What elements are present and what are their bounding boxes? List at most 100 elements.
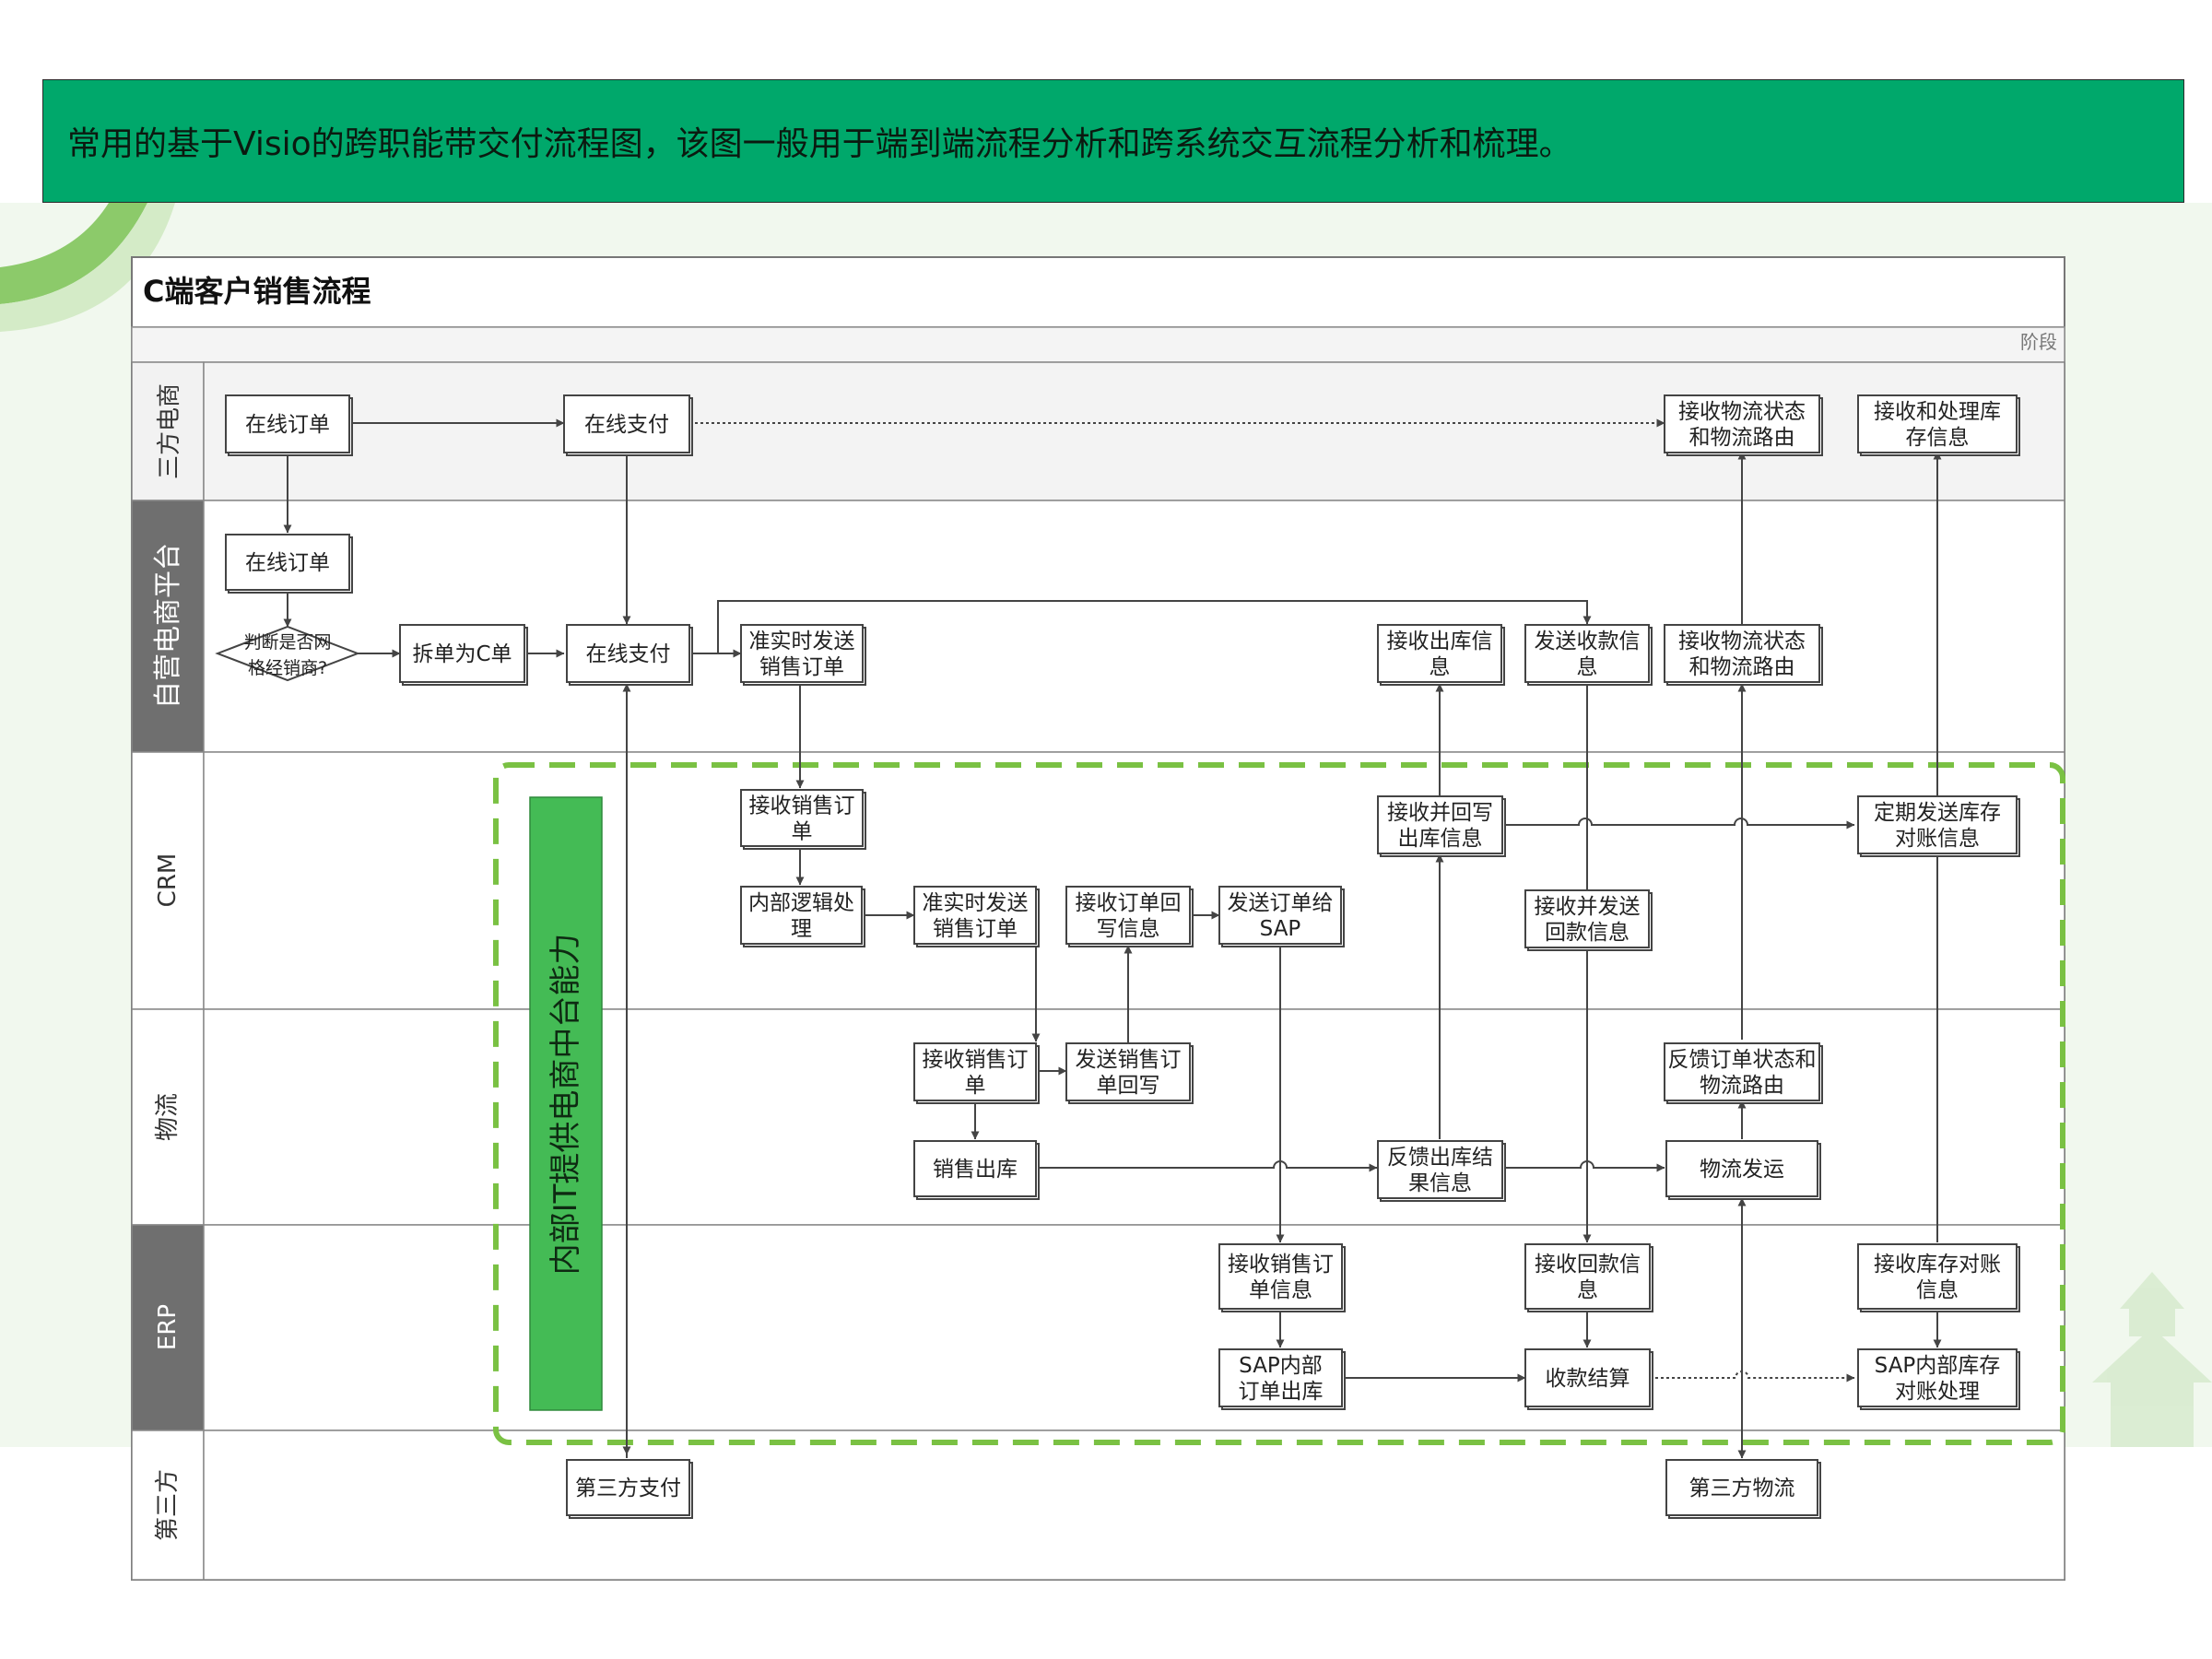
node-box <box>1857 394 2018 453</box>
nodes: 在线订单在线支付接收物流状态和物流路由接收和处理库存信息在线订单判断是否网格经销… <box>215 394 2020 1519</box>
lane-erp: ERP <box>131 1224 2065 1431</box>
node-box <box>1524 1243 1651 1310</box>
node-box <box>1664 394 1820 453</box>
node-label: 接收物流状态 <box>1678 629 1806 653</box>
node-label: 接收并回写 <box>1387 801 1493 825</box>
node-label: 反馈订单状态和 <box>1668 1048 1817 1072</box>
lane-label-erp: ERP <box>154 1304 182 1350</box>
node-box <box>1218 886 1342 945</box>
node-label: 定期发送库存 <box>1874 801 2001 825</box>
node-label: 写信息 <box>1097 917 1160 941</box>
node-label: 和物流路由 <box>1689 426 1795 450</box>
node-label: 判断是否网 <box>243 632 331 653</box>
edges <box>283 418 1942 1459</box>
node-label: 物流路由 <box>1700 1074 1784 1098</box>
node-label: 发送销售订 <box>1076 1048 1182 1072</box>
node-label: 单 <box>965 1074 986 1098</box>
node-label: 理 <box>791 917 812 941</box>
node-box <box>1665 1140 1818 1197</box>
diagram-title: C端客户销售流程 <box>143 274 371 309</box>
lane-label-wuliu: 物流 <box>154 1093 182 1141</box>
node-label: 内部逻辑处 <box>748 891 854 915</box>
node-box <box>1377 624 1502 683</box>
node-label: 回款信息 <box>1545 921 1630 945</box>
node-box <box>1857 1243 2018 1310</box>
node-box <box>1524 889 1650 948</box>
node-box <box>1377 795 1503 854</box>
node-label: 在线订单 <box>245 413 330 437</box>
node-label: 接收库存对账 <box>1874 1253 2001 1277</box>
lane-label-crm: CRM <box>154 853 182 908</box>
node-box <box>913 886 1037 945</box>
lanes: 三方电商 自营电商平台 CRM 物流 ERP 第三方 <box>131 361 2065 1581</box>
node-label: 接收销售订 <box>923 1048 1029 1072</box>
node-box <box>740 789 864 847</box>
node-label: 接收销售订 <box>749 794 855 818</box>
process-node-n23: 销售出库 <box>913 1140 1040 1200</box>
process-node-n8: 在线支付 <box>566 624 693 686</box>
node-label: 对账信息 <box>1895 827 1980 851</box>
node-label: 在线支付 <box>584 413 669 437</box>
node-label: 单 <box>792 820 813 844</box>
node-label: SAP内部 <box>1239 1354 1323 1378</box>
lane-label-sanfang-ds: 三方电商 <box>156 383 183 479</box>
node-box <box>1524 624 1650 683</box>
node-label: 对账处理 <box>1895 1380 1980 1404</box>
process-node-n30: 收款结算 <box>1524 1348 1653 1410</box>
node-label: 信息 <box>1916 1278 1959 1302</box>
node-label: 反馈出库结 <box>1387 1146 1493 1170</box>
node-label: 销售订单 <box>759 655 844 679</box>
node-box <box>225 394 350 453</box>
highlight-region: 内部IT提供电商中台能力 <box>493 762 2065 1445</box>
node-label: 销售订单 <box>933 917 1018 941</box>
phase-label: 阶段 <box>2020 331 2057 353</box>
node-box <box>563 394 690 453</box>
node-label: 接收订单回 <box>1076 891 1182 915</box>
node-label: 接收销售订 <box>1228 1253 1334 1277</box>
node-box <box>399 624 525 683</box>
node-box <box>1857 795 2018 854</box>
node-box <box>913 1042 1037 1101</box>
node-box <box>1377 1140 1503 1199</box>
node-label: 发送订单给 <box>1228 891 1334 915</box>
highlight-label: 内部IT提供电商中台能力 <box>547 934 584 1276</box>
node-label: 接收出库信 <box>1387 629 1493 653</box>
node-label: 息 <box>1577 1278 1598 1302</box>
node-label: SAP内部库存 <box>1875 1354 2001 1378</box>
node-label: 接收并发送 <box>1535 895 1641 919</box>
node-label: 单回写 <box>1097 1074 1160 1098</box>
node-box <box>913 1140 1037 1197</box>
decision-diamond <box>215 625 360 682</box>
process-node-n33: 第三方支付 <box>566 1459 693 1519</box>
node-label: SAP <box>1260 917 1301 941</box>
node-label: 发送收款信 <box>1535 629 1641 653</box>
node-box <box>566 624 690 683</box>
node-label: 接收和处理库 <box>1874 400 2001 424</box>
node-box <box>1218 1243 1343 1310</box>
node-label: 第三方物流 <box>1689 1477 1795 1500</box>
node-box <box>1065 1042 1191 1101</box>
node-label: 息 <box>1577 655 1598 679</box>
node-label: 出库信息 <box>1398 827 1483 851</box>
process-node-n34: 第三方物流 <box>1665 1459 1821 1519</box>
process-node-n2: 在线支付 <box>563 394 693 456</box>
node-label: 果信息 <box>1408 1171 1472 1195</box>
